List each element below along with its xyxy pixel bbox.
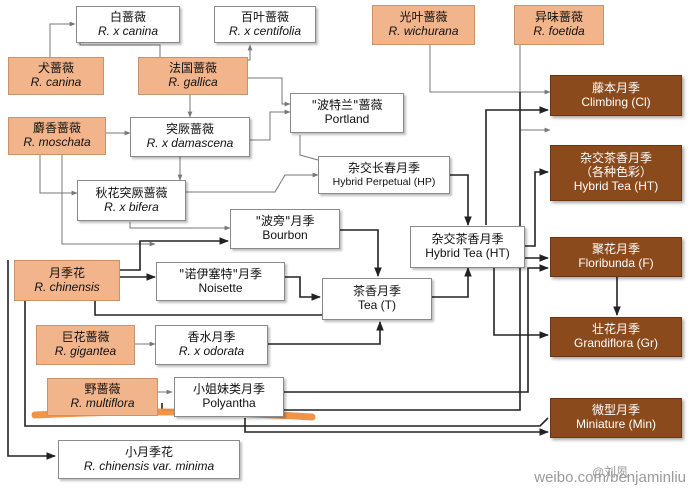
node-gigantea: 巨花蔷薇 R. gigantea: [36, 325, 135, 365]
node-gigantea-latin: R. gigantea: [54, 344, 117, 358]
node-climbing-zh: 藤本月季: [591, 80, 640, 95]
node-miniature-latin: Miniature (Min): [575, 417, 656, 431]
node-miniature: 微型月季 Miniature (Min): [550, 398, 682, 438]
node-bifera: 秋花突厥蔷薇 R. x bifera: [77, 180, 186, 221]
node-chinensis-zh: 月季花: [48, 265, 85, 280]
node-canina-white-zh: 白蔷薇: [109, 9, 146, 24]
node-bourbon-latin: Bourbon: [262, 228, 308, 242]
node-floribunda-latin: Floribunda (F): [578, 256, 654, 270]
node-climbing: 藤本月季 Climbing (Cl): [550, 75, 682, 116]
node-noisette-zh: "诺伊塞特"月季: [178, 266, 263, 281]
node-tea-zh: 茶香月季: [352, 284, 401, 299]
node-portland-latin: Portland: [324, 112, 370, 126]
node-odorata-zh: 香水月季: [187, 330, 236, 345]
node-wichurana: 光叶蔷薇 R. wichurana: [372, 5, 475, 45]
node-portland-zh: "波特兰"蔷薇: [311, 98, 383, 113]
node-ht-class-zh: 杂交茶香月季: [579, 151, 652, 166]
node-foetida-zh: 异味蔷薇: [534, 10, 583, 25]
node-canina-white-latin: R. x canina: [97, 23, 159, 38]
node-grandiflora: 壮花月季 Grandiflora (Gr): [550, 317, 682, 357]
node-canina-zh: 犬蔷薇: [37, 61, 74, 76]
node-polyantha-zh: 小姐妹类月季: [192, 382, 265, 397]
node-bifera-zh: 秋花突厥蔷薇: [95, 185, 168, 200]
node-minima-latin: R. chinensis var. minima: [83, 458, 215, 473]
node-gallica-zh: 法国蔷薇: [168, 61, 217, 76]
node-noisette-latin: Noisette: [198, 280, 243, 295]
node-grandiflora-latin: Grandiflora (Gr): [573, 336, 659, 350]
node-noisette: "诺伊塞特"月季 Noisette: [156, 262, 285, 301]
node-centifolia: 百叶蔷薇 R. x centifolia: [214, 6, 316, 43]
node-foetida: 异味蔷薇 R. foetida: [514, 5, 604, 45]
node-ht-class-latin: Hybrid Tea (HT): [573, 178, 659, 193]
node-portland: "波特兰"蔷薇 Portland: [290, 93, 404, 133]
node-bifera-latin: R. x bifera: [104, 199, 159, 214]
node-ht-class: 杂交茶香月季 （各种色彩） Hybrid Tea (HT): [550, 145, 682, 201]
node-gallica: 法国蔷薇 R. gallica: [138, 57, 248, 95]
node-odorata: 香水月季 R. x odorata: [155, 325, 268, 365]
node-multiflora-latin: R. multiflora: [70, 396, 135, 410]
node-canina: 犬蔷薇 R. canina: [8, 57, 104, 95]
node-canina-latin: R. canina: [30, 75, 82, 89]
node-moschata-zh: 麝香蔷薇: [32, 121, 81, 136]
node-centifolia-zh: 百叶蔷薇: [240, 9, 289, 24]
node-hp: 杂交长春月季 Hybrid Perpetual (HP): [318, 156, 450, 194]
node-damascena: 突厥蔷薇 R. x damascena: [130, 117, 250, 157]
node-ht-class-zh2: （各种色彩）: [579, 165, 652, 180]
node-minima-zh: 小月季花: [124, 444, 173, 459]
node-floribunda: 聚花月季 Floribunda (F): [550, 237, 682, 277]
node-centifolia-latin: R. x centifolia: [228, 23, 302, 38]
node-floribunda-zh: 聚花月季: [591, 242, 640, 257]
node-foetida-latin: R. foetida: [533, 24, 585, 38]
node-moschata-latin: R. moschata: [23, 135, 91, 149]
node-climbing-latin: Climbing (Cl): [581, 94, 651, 109]
node-damascena-latin: R. x damascena: [146, 136, 234, 150]
node-canina-white: 白蔷薇 R. x canina: [76, 6, 180, 43]
node-bourbon: "波旁"月季 Bourbon: [230, 209, 340, 249]
watermark-url: weibo.com/benjaminliu: [534, 469, 686, 486]
author-credit: @刘夙: [592, 465, 629, 479]
node-multiflora-zh: 野蔷薇: [84, 382, 121, 397]
node-moschata: 麝香蔷薇 R. moschata: [8, 117, 106, 155]
node-polyantha-latin: Polyantha: [202, 396, 256, 410]
node-ht-mid-zh: 杂交茶香月季: [431, 232, 504, 247]
node-wichurana-zh: 光叶蔷薇: [399, 10, 448, 25]
node-hp-zh: 杂交长春月季: [347, 161, 420, 176]
node-multiflora: 野蔷薇 R. multiflora: [47, 378, 158, 416]
node-gallica-latin: R. gallica: [168, 75, 218, 89]
node-damascena-zh: 突厥蔷薇: [165, 122, 214, 137]
node-gigantea-zh: 巨花蔷薇: [61, 330, 110, 345]
node-ht-mid: 杂交茶香月季 Hybrid Tea (HT): [410, 226, 525, 268]
node-miniature-zh: 微型月季: [591, 403, 640, 418]
node-chinensis: 月季花 R. chinensis: [14, 260, 120, 301]
node-tea: 茶香月季 Tea (T): [322, 278, 432, 320]
node-tea-latin: Tea (T): [357, 298, 396, 312]
node-polyantha: 小姐妹类月季 Polyantha: [174, 377, 284, 417]
node-wichurana-latin: R. wichurana: [388, 24, 459, 38]
node-bourbon-zh: "波旁"月季: [255, 214, 315, 229]
node-chinensis-latin: R. chinensis: [34, 279, 100, 294]
node-ht-mid-latin: Hybrid Tea (HT): [425, 246, 510, 260]
node-odorata-latin: R. x odorata: [178, 344, 245, 358]
node-minima: 小月季花 R. chinensis var. minima: [58, 440, 240, 479]
node-grandiflora-zh: 壮花月季: [591, 322, 640, 337]
node-hp-latin: Hybrid Perpetual (HP): [332, 175, 436, 188]
